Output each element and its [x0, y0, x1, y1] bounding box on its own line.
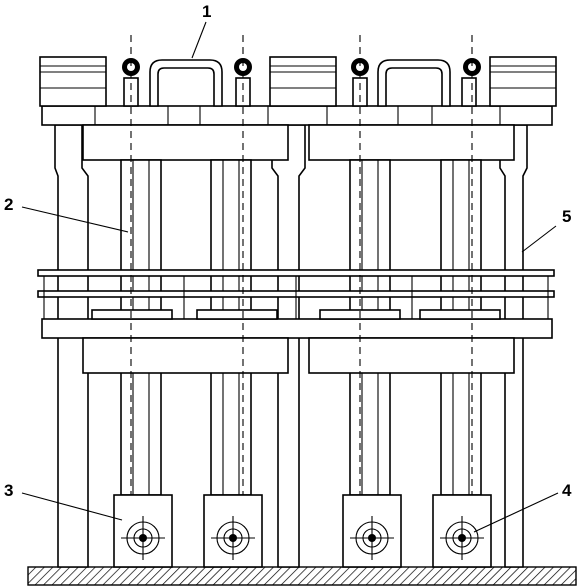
callout-1-label: 1 [202, 2, 211, 21]
middle-frame [41, 309, 553, 374]
column-left [54, 124, 89, 568]
callouts: 1 2 3 4 5 [4, 2, 572, 533]
railing [37, 269, 555, 319]
ground-base [27, 566, 577, 586]
upper-beam-right [308, 124, 515, 161]
burner-3 [350, 516, 394, 560]
callout-5-label: 5 [562, 207, 571, 226]
burner-1 [121, 516, 165, 560]
callout-3-label: 3 [4, 481, 13, 500]
upper-deck [41, 105, 553, 126]
callout-2-label: 2 [4, 195, 13, 214]
burner-2 [211, 516, 255, 560]
top-housings [39, 56, 557, 107]
upper-beam-left [82, 124, 289, 161]
callout-4-label: 4 [562, 481, 572, 500]
upper-frame [41, 105, 553, 161]
burner-units [113, 494, 492, 568]
burner-4 [440, 516, 484, 560]
centerlines [130, 35, 473, 560]
